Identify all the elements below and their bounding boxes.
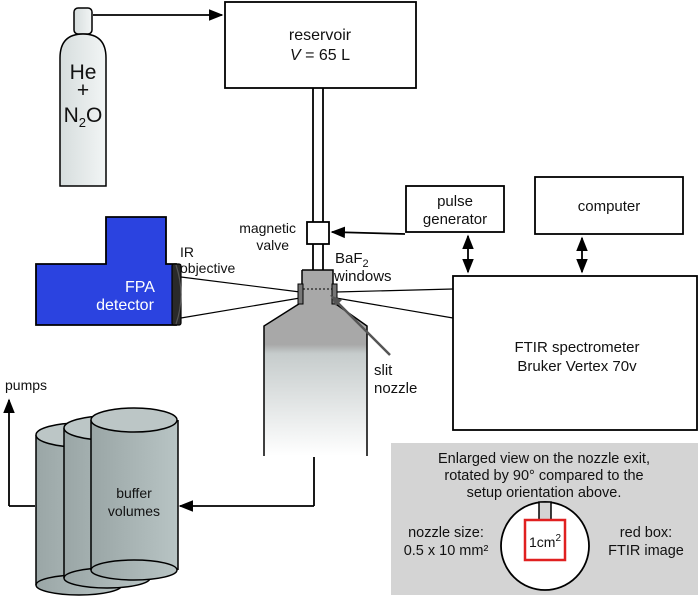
- computer-label: computer: [578, 198, 641, 215]
- nozzle-slit-enlarged: [538, 501, 552, 521]
- ir-beam-right-upper: [335, 288, 454, 293]
- ir-beam-right-lower: [335, 297, 454, 319]
- vacuum-chamber: [263, 269, 368, 456]
- nozzle-size-label-2: 0.5 x 10 mm²: [404, 543, 489, 559]
- baf2-window-right: [331, 283, 338, 305]
- slit-nozzle-label-2: nozzle: [374, 380, 417, 397]
- magnetic-valve-box: [306, 221, 330, 245]
- pulse-generator-label-2: generator: [423, 211, 487, 228]
- ftir-image-red-box: [523, 518, 567, 562]
- ir-objective: [171, 263, 182, 326]
- ir-objective-label-2: objective: [180, 260, 235, 276]
- magnetic-valve-label-2: valve: [256, 237, 289, 253]
- baf2-window-left: [297, 283, 304, 305]
- pulse-generator: pulse generator: [405, 185, 505, 233]
- ftir-label-1: FTIR spectrometer: [514, 339, 639, 356]
- buffer-label-2: volumes: [108, 503, 160, 519]
- reservoir: reservoir V = 65 L: [224, 1, 417, 89]
- red-box-label-2: FTIR image: [608, 543, 684, 559]
- slit-nozzle-pointer-head: [330, 295, 342, 306]
- nozzle-size-label-1: nozzle size:: [408, 525, 484, 541]
- enlarged-view-text-3: setup orientation above.: [467, 485, 622, 501]
- ir-beam-left-upper: [180, 276, 301, 293]
- pulse-generator-label-1: pulse: [437, 193, 473, 210]
- gas-label-he: He: [70, 61, 97, 84]
- red-box-label-1: red box:: [620, 525, 672, 541]
- baf2-label: BaF2: [335, 250, 369, 270]
- ftir-label-2: Bruker Vertex 70v: [517, 358, 637, 375]
- gas-label-n2o: N2O: [64, 104, 103, 130]
- ftir-spectrometer: FTIR spectrometer Bruker Vertex 70v: [452, 275, 698, 431]
- ir-beam-left-lower: [180, 297, 301, 319]
- fpa-label-2: detector: [96, 297, 154, 314]
- computer: computer: [534, 176, 684, 235]
- enlarged-view-panel: Enlarged view on the nozzle exit, rotate…: [391, 443, 698, 595]
- fpa-label-1: FPA: [125, 279, 155, 296]
- pulse-to-valve-arrow: [330, 226, 406, 239]
- buffer-label-1: buffer: [116, 485, 152, 501]
- pumps-label: pumps: [5, 377, 47, 393]
- ir-objective-label-1: IR: [180, 244, 194, 260]
- nozzle-exit-circle: 1cm2: [500, 501, 590, 591]
- gas-bottle: He + N2O: [59, 7, 107, 187]
- reservoir-title: reservoir: [289, 27, 352, 44]
- enlarged-view-text-2: rotated by 90° compared to the: [444, 468, 643, 484]
- windows-label: windows: [333, 268, 392, 285]
- reservoir-volume: V = 65 L: [290, 47, 350, 64]
- buffer-cylinder-3: [90, 407, 179, 581]
- magnetic-valve-label-1: magnetic: [239, 220, 296, 236]
- fpa-detector: FPA detector: [35, 216, 177, 326]
- slit-nozzle-label-1: slit: [374, 362, 393, 379]
- enlarged-view-text-1: Enlarged view on the nozzle exit,: [438, 451, 650, 467]
- area-label: 1cm2: [529, 533, 561, 550]
- buffer-volumes: buffer volumes: [35, 407, 179, 596]
- gas-label-plus: +: [77, 79, 89, 102]
- slit-nozzle-pointer: [332, 297, 391, 356]
